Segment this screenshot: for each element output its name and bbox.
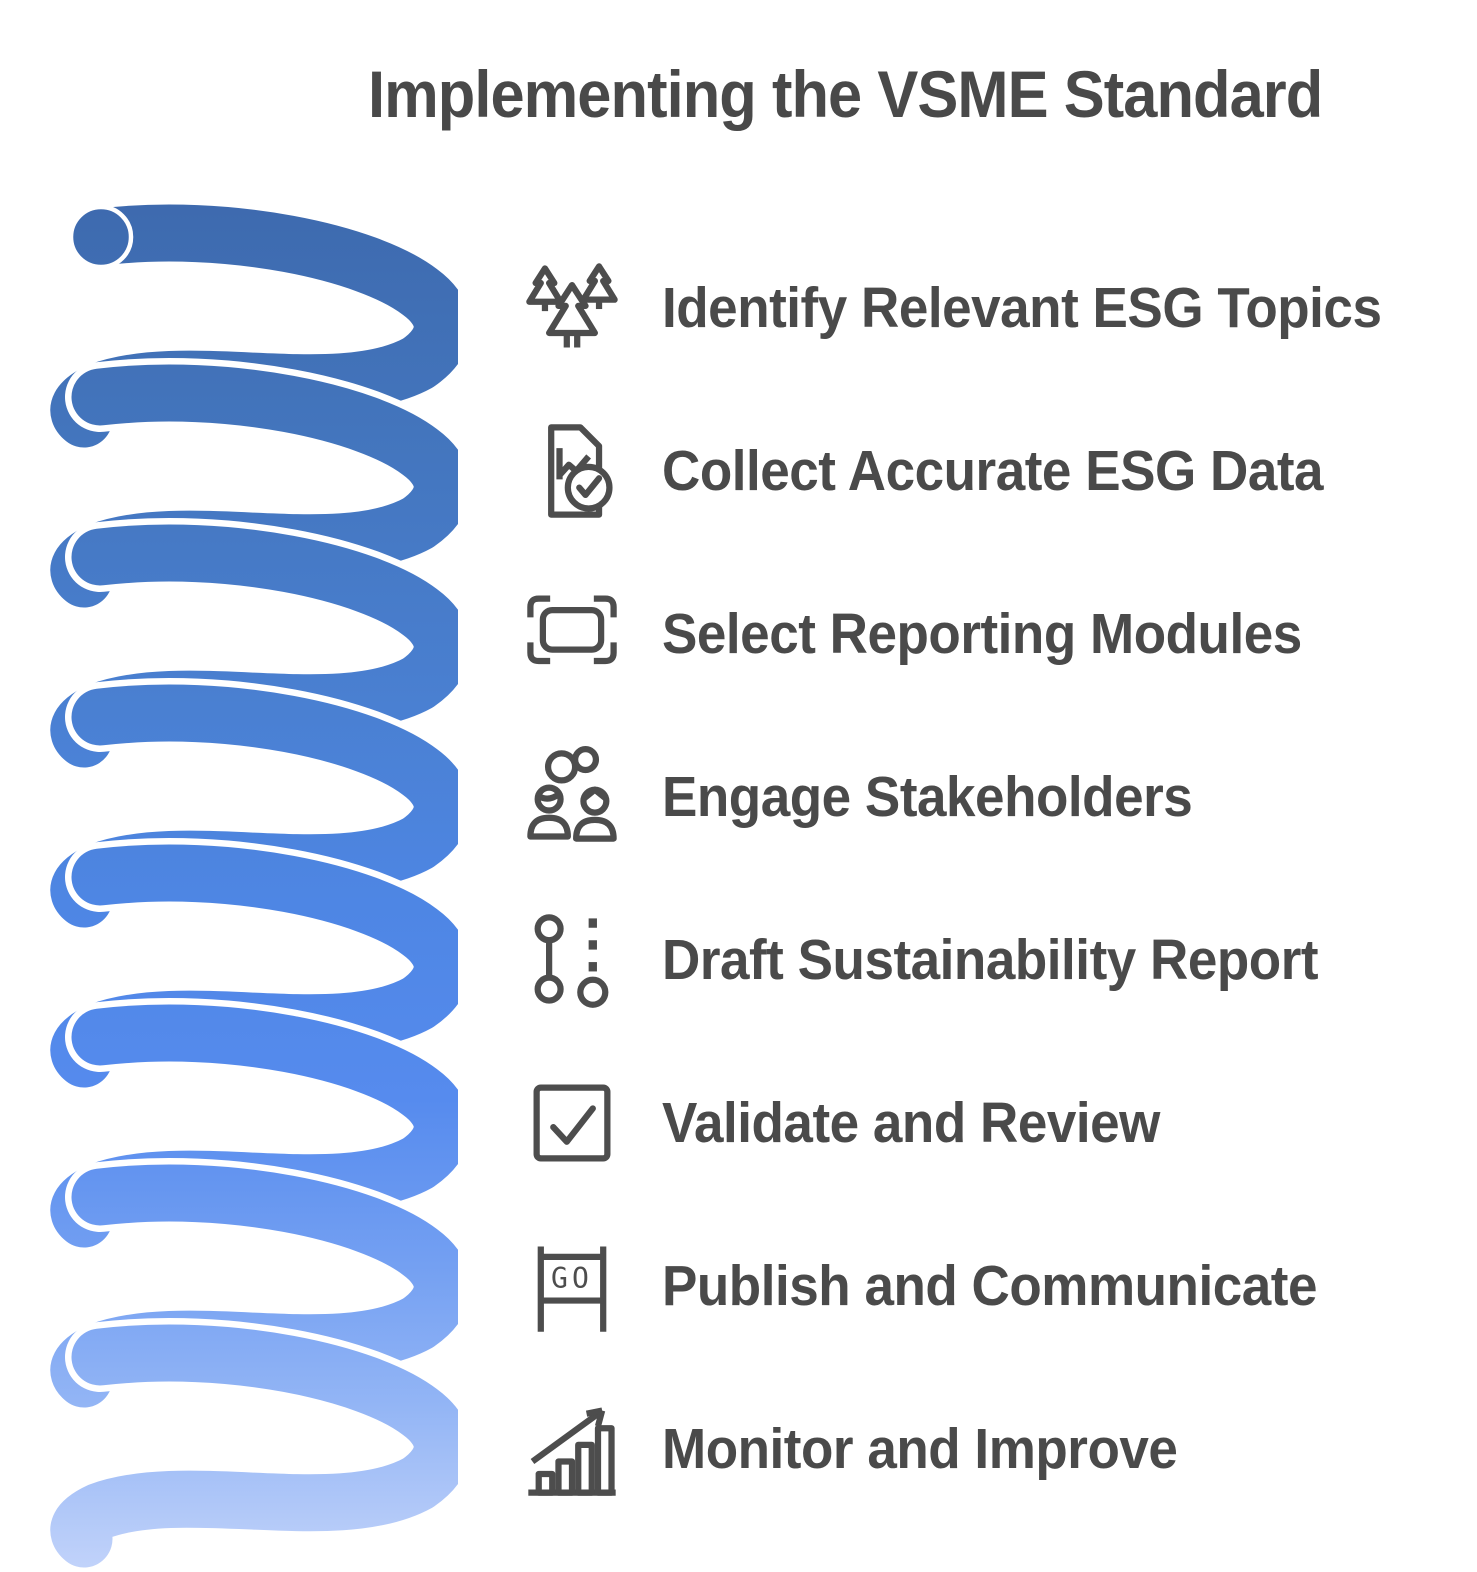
step-monitor-improve: Monitor and Improve <box>520 1367 1450 1530</box>
step-label: Collect Accurate ESG Data <box>662 438 1324 503</box>
coil-end-cap <box>68 204 134 270</box>
forest-icon <box>520 250 624 366</box>
growth-chart-icon <box>520 1391 624 1507</box>
step-publish-communicate: GO Publish and Communicate <box>520 1204 1450 1367</box>
step-engage-stakeholders: Engage Stakeholders <box>520 715 1450 878</box>
stakeholders-icon <box>520 739 624 855</box>
step-identify-esg-topics: Identify Relevant ESG Topics <box>520 226 1450 389</box>
step-select-modules: Select Reporting Modules <box>520 552 1450 715</box>
checkbox-icon <box>520 1065 624 1181</box>
coil-turns <box>44 198 458 1572</box>
select-frame-icon <box>520 576 624 692</box>
step-label: Select Reporting Modules <box>662 601 1302 666</box>
step-collect-esg-data: Collect Accurate ESG Data <box>520 389 1450 552</box>
spiral-spring-graphic <box>44 198 458 1572</box>
go-sign-icon: GO <box>520 1228 624 1344</box>
step-label: Draft Sustainability Report <box>662 927 1319 992</box>
step-label: Monitor and Improve <box>662 1416 1178 1481</box>
page-title: Implementing the VSME Standard <box>368 57 1323 131</box>
go-sign-text: GO <box>551 1262 593 1295</box>
step-label: Validate and Review <box>662 1090 1160 1155</box>
step-label: Engage Stakeholders <box>662 764 1193 829</box>
step-draft-report: Draft Sustainability Report <box>520 878 1450 1041</box>
step-validate-review: Validate and Review <box>520 1041 1450 1204</box>
step-label: Publish and Communicate <box>662 1253 1317 1318</box>
timeline-icon <box>520 902 624 1018</box>
infographic-page: { "title": "Implementing the VSME Standa… <box>50 57 1450 1568</box>
document-check-icon <box>520 413 624 529</box>
step-label: Identify Relevant ESG Topics <box>662 275 1382 340</box>
steps-list: Identify Relevant ESG Topics Collect Acc… <box>520 226 1450 1530</box>
